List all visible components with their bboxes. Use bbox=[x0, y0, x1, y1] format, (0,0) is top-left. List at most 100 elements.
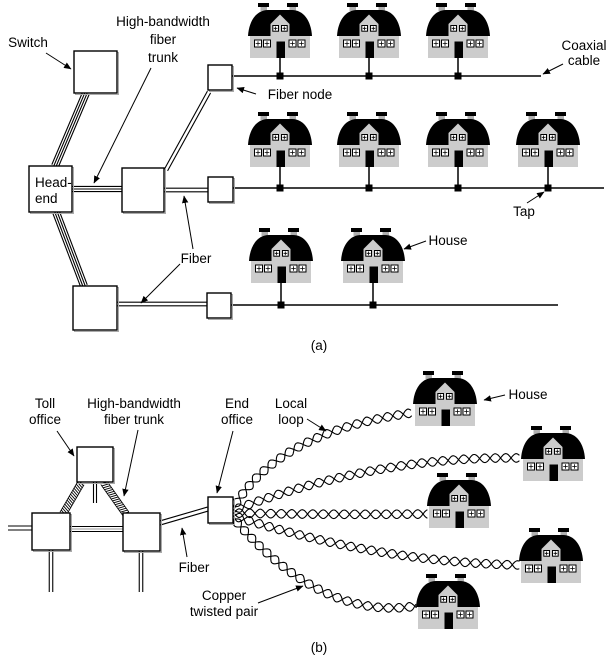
twisted-pair bbox=[232, 410, 412, 508]
twisted-pair bbox=[233, 508, 428, 520]
fiber-trunk-hatched bbox=[112, 498, 120, 502]
a-label-switch: Switch bbox=[8, 35, 48, 50]
twisted-pair bbox=[233, 512, 520, 570]
fiber-trunk-hatched bbox=[106, 490, 115, 494]
fiber-end-office-line bbox=[160, 510, 209, 526]
b-leader-arrow-house bbox=[483, 394, 506, 402]
house bbox=[515, 111, 581, 168]
fiber-trunk-hatched bbox=[113, 500, 121, 504]
fiber-node-2 bbox=[207, 176, 234, 203]
fiber-trunk-hatched bbox=[110, 496, 119, 500]
fiber-trunk-hatched bbox=[104, 487, 112, 491]
twisted-pair bbox=[233, 408, 412, 508]
fiber-trunk-line bbox=[58, 210, 88, 285]
fiber-trunk-line bbox=[54, 212, 84, 287]
a-leader-arrow-trunk bbox=[93, 67, 152, 184]
a-label-house: House bbox=[428, 233, 467, 248]
fiber-trunk-hatched bbox=[114, 502, 123, 506]
fiber-trunk-hatched bbox=[116, 504, 124, 507]
house bbox=[426, 472, 492, 529]
b-label-fiber: Fiber bbox=[179, 560, 210, 575]
fiber-trunk-hatched bbox=[72, 489, 78, 497]
fiber-trunk-line bbox=[51, 91, 84, 165]
head-end-box bbox=[28, 165, 73, 213]
a-label-tap: Tap bbox=[513, 204, 535, 219]
a-leader-arrow-fiber-node bbox=[236, 87, 257, 95]
fiber-trunk-hatched bbox=[109, 494, 117, 498]
a-label-fiber: Fiber bbox=[181, 251, 212, 266]
house bbox=[247, 111, 313, 168]
fiber-trunk-hatched bbox=[100, 484, 124, 517]
b-leader-arrow-copper bbox=[257, 585, 304, 604]
fiber-node-1 bbox=[207, 64, 233, 91]
tap-square bbox=[365, 184, 373, 192]
house bbox=[518, 527, 584, 584]
twisted-pair bbox=[233, 453, 520, 513]
fiber-trunk-hatched bbox=[118, 507, 127, 511]
tap-square bbox=[454, 72, 462, 80]
tap-square bbox=[276, 184, 284, 192]
fiber-trunk-hatched bbox=[105, 489, 114, 492]
fiber-trunk-line bbox=[56, 211, 86, 286]
switch-box bbox=[73, 50, 118, 94]
house bbox=[340, 227, 406, 284]
tap-square bbox=[369, 301, 377, 309]
fiber-trunk-hatched bbox=[73, 487, 80, 495]
fiber-trunk-hatched bbox=[75, 483, 82, 491]
house bbox=[425, 111, 491, 168]
fiber-trunk-hatched bbox=[120, 509, 128, 513]
distribution-box-mid bbox=[121, 167, 165, 213]
caption-a: (a) bbox=[311, 338, 328, 353]
distribution-box-bottom bbox=[72, 285, 118, 331]
tap-square bbox=[276, 72, 284, 80]
house bbox=[248, 227, 314, 284]
fiber-trunk-hatched bbox=[68, 495, 75, 503]
head-end-box-label: Head-end bbox=[35, 175, 72, 206]
fiber-line bbox=[163, 90, 208, 170]
tap-square bbox=[277, 301, 285, 309]
a-leader-arrow-coax-cable bbox=[542, 63, 564, 75]
house bbox=[520, 425, 586, 482]
fiber-trunk-hatched bbox=[108, 492, 116, 496]
a-leader-arrow-tap bbox=[526, 191, 545, 204]
switch-box-right bbox=[122, 512, 161, 552]
fiber-trunk-hatched bbox=[67, 497, 74, 504]
house bbox=[247, 2, 313, 59]
fiber-node-3 bbox=[206, 292, 232, 319]
a-label-fiber-node: Fiber node bbox=[268, 87, 333, 102]
fiber-trunk-hatched bbox=[65, 501, 72, 508]
tap-square bbox=[454, 184, 462, 192]
tap-square bbox=[544, 184, 552, 192]
a-leader-arrow-fiber bbox=[140, 263, 181, 304]
b-leader-arrow-fiber bbox=[180, 527, 188, 558]
fiber-trunk-line bbox=[53, 92, 86, 166]
fiber-trunk-line bbox=[57, 94, 90, 168]
b-leader-arrow-end-office bbox=[215, 430, 234, 494]
switch-box-left bbox=[31, 512, 71, 551]
end-office-box bbox=[207, 496, 234, 524]
house bbox=[412, 370, 478, 427]
house bbox=[425, 2, 491, 59]
b-leader-arrow-toll-office bbox=[56, 430, 75, 457]
a-leader-arrow-fiber bbox=[182, 195, 194, 250]
fiber-trunk-hatched bbox=[71, 491, 77, 499]
toll-office-box bbox=[76, 446, 114, 483]
fiber-trunk-hatched bbox=[106, 480, 130, 513]
fiber-trunk-hatched bbox=[102, 485, 111, 489]
twisted-pair bbox=[233, 453, 520, 511]
a-leader-arrow-house bbox=[403, 240, 427, 250]
fiber-trunk-hatched bbox=[117, 505, 125, 509]
fiber-trunk-line bbox=[52, 213, 82, 288]
fiber-trunk-hatched bbox=[74, 485, 81, 493]
fiber-trunk-hatched bbox=[101, 483, 110, 487]
fiber-trunk-hatched bbox=[63, 505, 69, 512]
